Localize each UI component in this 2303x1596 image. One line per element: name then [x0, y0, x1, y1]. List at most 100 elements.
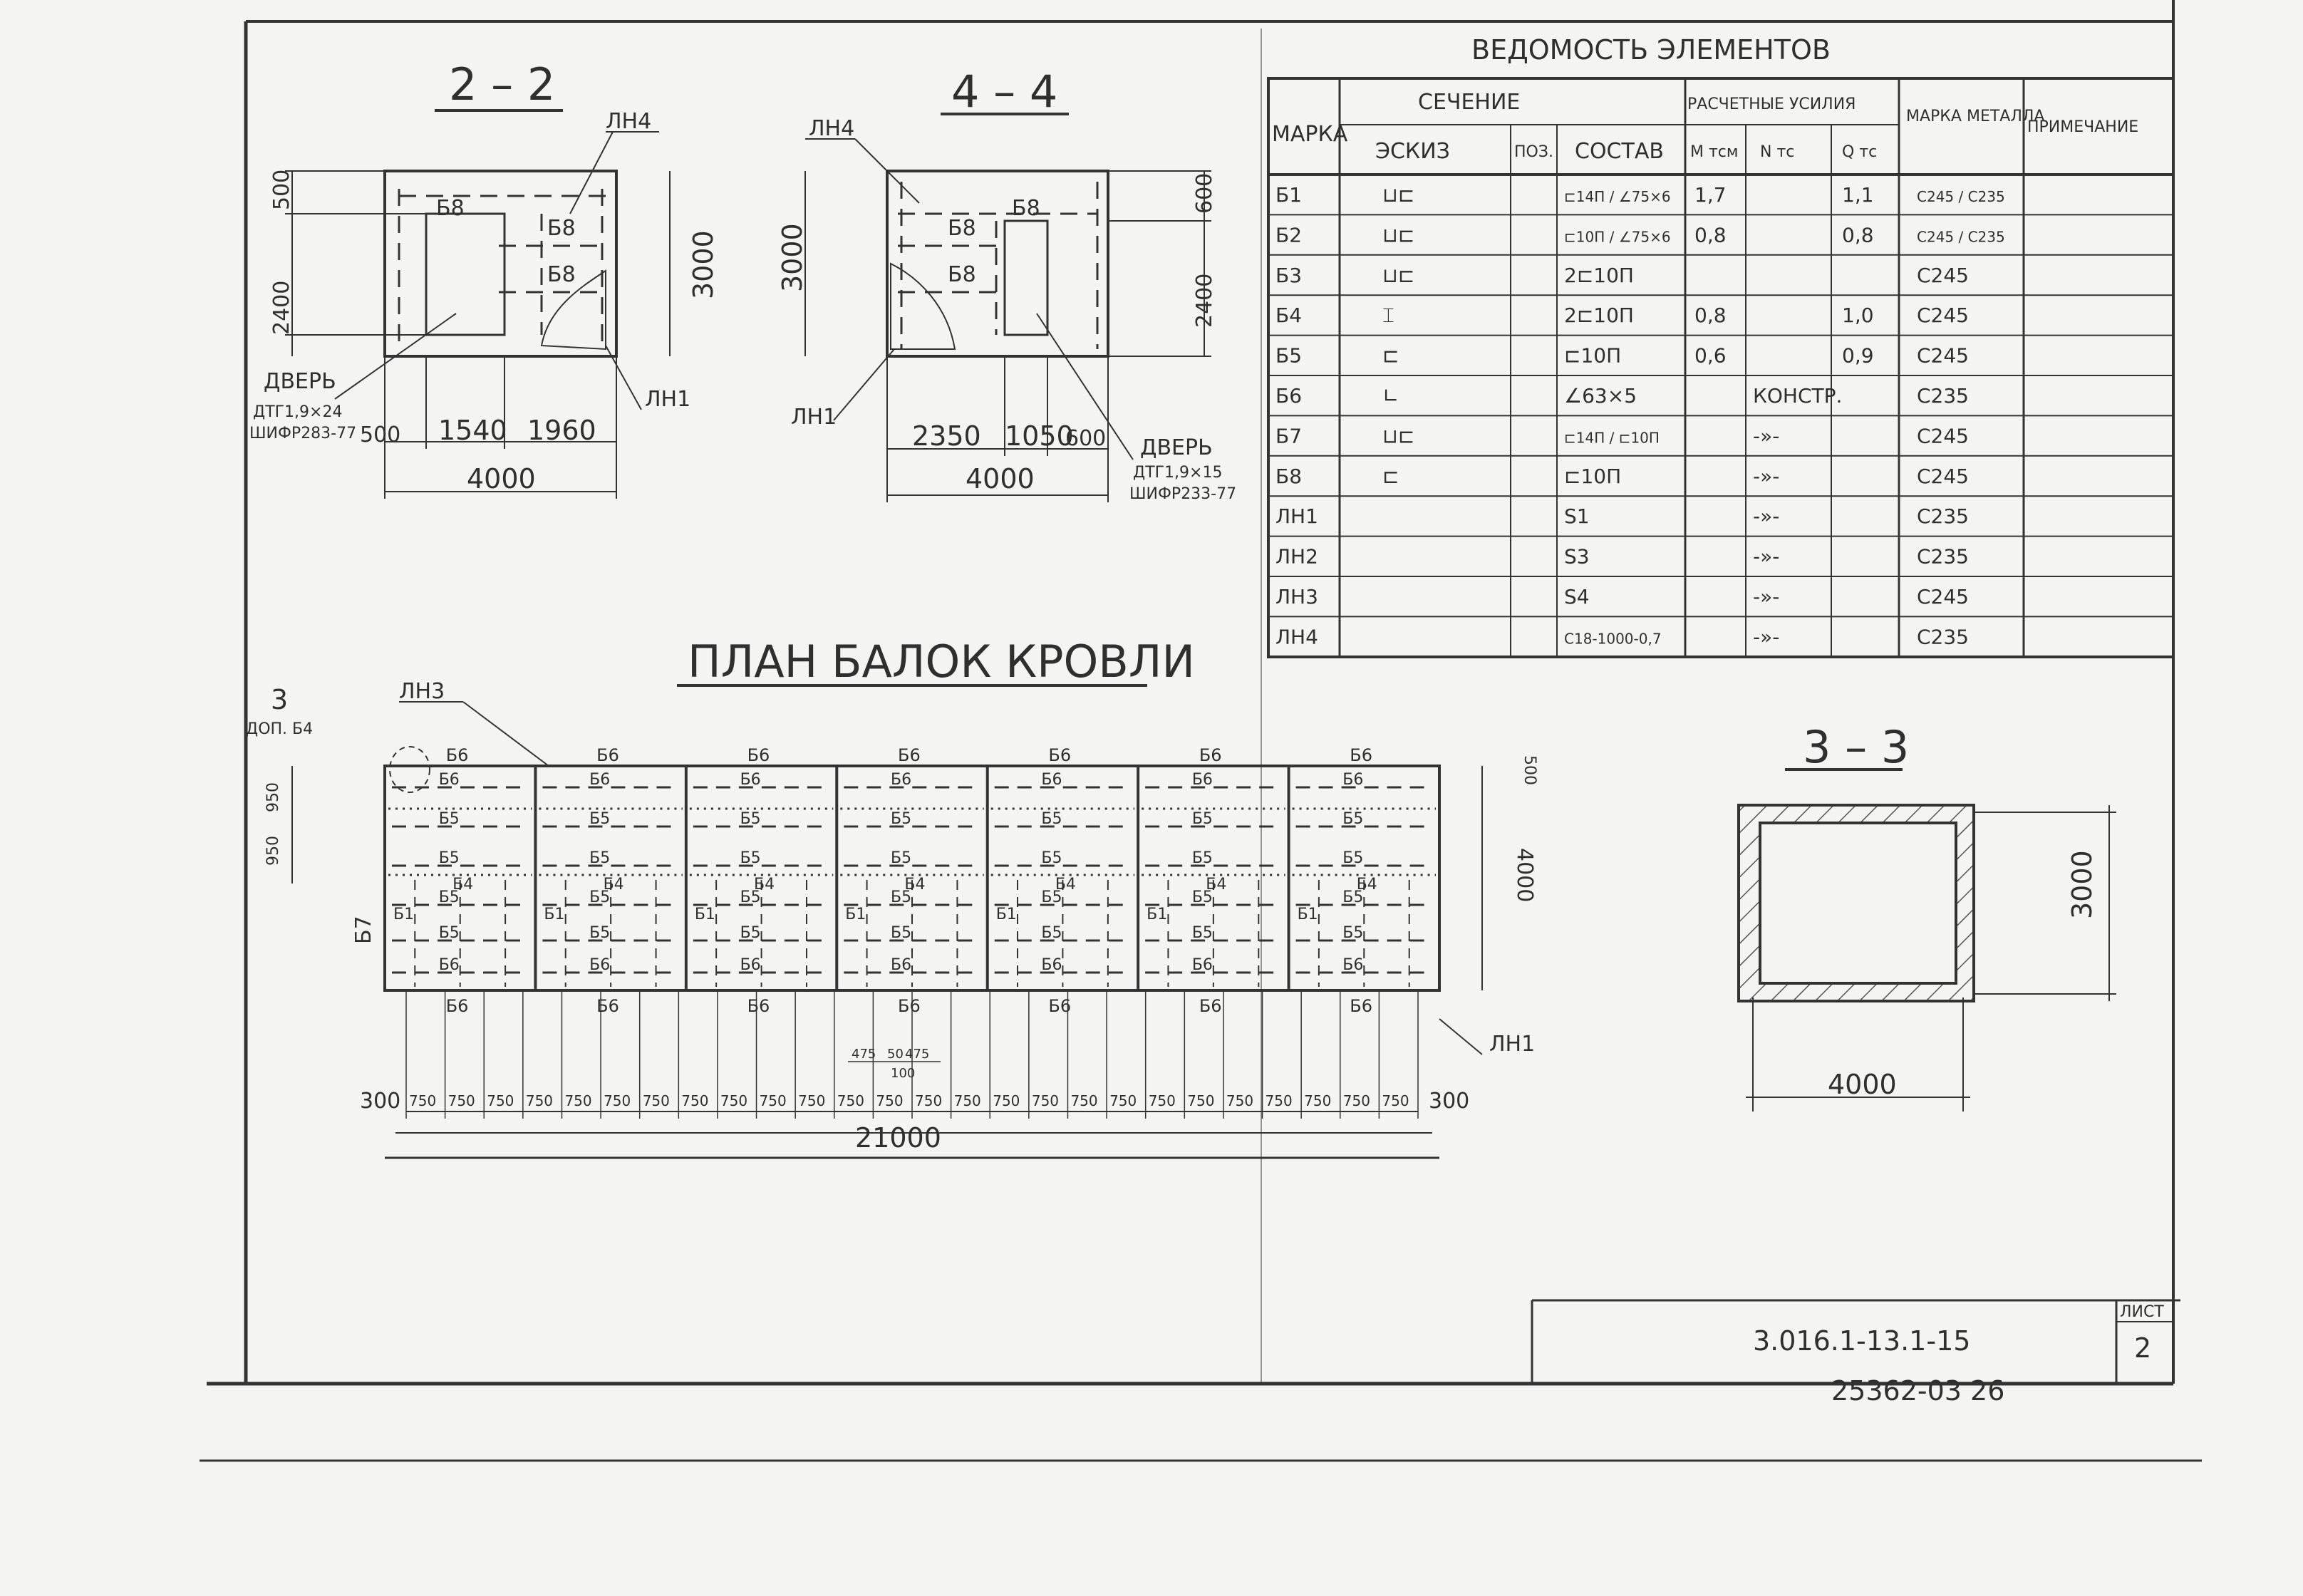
plan-purlin-label: Б5 [891, 924, 911, 942]
roof-beam-plan: ПЛАН БАЛОК КРОВЛИ Б6Б6Б6Б5Б5Б5Б5Б6Б1Б4Б6… [246, 636, 1538, 1159]
section-2-2-beam-label: Б8 [547, 216, 576, 241]
table-cell-comp: ⊏14П / ⊏10П [1564, 429, 1660, 446]
plan-purlin-label: Б5 [439, 888, 460, 906]
plan-span-value: 750 [1226, 1092, 1253, 1109]
plan-detail-value: 475 [852, 1047, 876, 1062]
door-label: ДВЕРЬ [264, 369, 336, 394]
plan-beam-b4: Б4 [452, 876, 473, 893]
table-cell-n: -»- [1753, 625, 1779, 648]
table-cell-metal: С245 [1917, 304, 1969, 327]
door-opening [425, 212, 506, 336]
table-cell-q: 0,8 [1842, 223, 1874, 247]
table-cell-m: 0,6 [1694, 344, 1727, 368]
table-cell-mark: ЛН2 [1275, 545, 1318, 569]
plan-beam-b6-bottom: Б6 [596, 996, 619, 1016]
plan-purlin-label: Б5 [589, 888, 610, 906]
plan-beam-b4: Б4 [1357, 876, 1377, 893]
dim-door-width: 1050 [1005, 420, 1074, 452]
plan-beam-b6-bottom: Б6 [747, 996, 770, 1016]
plan-detail-value: 100 [891, 1066, 915, 1081]
dim-top-part: 600 [1192, 173, 1217, 214]
plan-beam-b4: Б4 [754, 876, 775, 893]
plan-span-value: 750 [487, 1092, 514, 1109]
plan-beam-b6-top: Б6 [1350, 745, 1372, 765]
plan-purlin-label: Б6 [740, 956, 761, 974]
table-cell-m: 0,8 [1694, 304, 1727, 327]
plan-lh1-label: ЛН1 [1489, 1032, 1535, 1057]
plan-span-value: 750 [1149, 1092, 1176, 1109]
section-2-2-beam-label: Б8 [436, 196, 465, 221]
table-title: ВЕДОМОСТЬ ЭЛЕМЕНТОВ [1471, 34, 1831, 66]
table-cell-metal: С245 [1917, 585, 1969, 608]
plan-purlin-label: Б5 [1192, 849, 1213, 867]
sheet-number: 2 [2134, 1332, 2151, 1364]
table-cell-mark: Б5 [1275, 344, 1302, 368]
plan-purlin-label: Б5 [891, 849, 911, 867]
section-3-3: 3 – 3 4000 3000 [1737, 721, 2116, 1112]
table-cell-n: -»- [1753, 585, 1779, 608]
plan-span-value: 750 [954, 1092, 981, 1109]
table-cell-metal: С235 [1917, 545, 1969, 569]
table-cell-comp: ⊏10П / ∠75×6 [1564, 228, 1671, 245]
plan-beam-b4: Б4 [604, 876, 624, 893]
table-cell-mark: Б3 [1275, 264, 1302, 287]
plan-total-length: 21000 [855, 1122, 941, 1154]
plan-span-value: 750 [409, 1092, 436, 1109]
plan-beam-b1: Б1 [544, 906, 564, 923]
plan-span-value: 750 [604, 1092, 631, 1109]
table-cell-mark: Б2 [1275, 223, 1302, 247]
plan-beam-b1: Б1 [1147, 906, 1167, 923]
sub-pos: ПОЗ. [1514, 143, 1553, 161]
table-cell-comp: ⊏14П / ∠75×6 [1564, 188, 1671, 205]
plan-purlin-label: Б6 [1041, 771, 1062, 789]
dim-total-width: 4000 [966, 463, 1035, 494]
section-4-4-beam-label: Б8 [948, 216, 976, 241]
table-cell-comp: S3 [1564, 545, 1590, 569]
plan-beam-b1: Б1 [1298, 906, 1318, 923]
door-opening [1003, 219, 1049, 336]
sub-n: N тс [1760, 143, 1794, 161]
section-3-3-width: 4000 [1828, 1069, 1897, 1100]
plan-span-value: 750 [1070, 1092, 1097, 1109]
sub-composition: СОСТАВ [1575, 139, 1664, 164]
section-4-4-beam-label: Б8 [948, 262, 976, 287]
plan-purlin-label: Б5 [740, 810, 761, 828]
table-cell-mark: Б1 [1275, 183, 1302, 207]
table-cell-mark: Б6 [1275, 384, 1302, 408]
section-2-2-lh1-label: ЛН1 [645, 387, 690, 412]
section-4-4: 4 – 4 Б8 Б8 Б8 ЛН4 ЛН1 ДВЕРЬ ДТГ1,9×15 Ш… [777, 66, 1236, 503]
table-cell-mark: ЛН3 [1275, 585, 1318, 608]
plan-purlin-label: Б5 [1041, 849, 1062, 867]
plan-span-value: 750 [915, 1092, 942, 1109]
sub-m: М тсм [1690, 143, 1738, 161]
table-cell-metal: С235 [1917, 625, 1969, 648]
section-4-4-lh4-label: ЛН4 [809, 116, 854, 141]
table-cell-comp: ⊏10П [1564, 465, 1621, 488]
plan-span-value: 750 [993, 1092, 1020, 1109]
table-cell-comp: С18-1000-0,7 [1564, 630, 1662, 647]
table-cell-n: -»- [1753, 545, 1779, 569]
plan-purlin-label: Б5 [439, 849, 460, 867]
table-cell-n: КОНСТР. [1753, 384, 1842, 408]
archive-number: 25362-03 26 [1831, 1375, 2004, 1406]
dim-door-width: 1540 [438, 415, 507, 446]
table-cell-comp: 2⊏10П [1564, 304, 1634, 327]
plan-purlin-label: Б5 [439, 924, 460, 942]
header-section: СЕЧЕНИЕ [1418, 90, 1520, 115]
plan-purlin-label: Б5 [589, 810, 610, 828]
plan-beam-b6-bottom: Б6 [1350, 996, 1372, 1016]
plan-span-value: 750 [643, 1092, 670, 1109]
door-spec: ДТГ1,9×15 [1133, 464, 1222, 482]
plan-left-dim: 950 [264, 836, 282, 866]
plan-beam-b6-top: Б6 [898, 745, 921, 765]
table-cell-comp: S1 [1564, 504, 1590, 528]
plan-beam-b4: Б4 [1055, 876, 1076, 893]
plan-left-dim: 950 [264, 782, 282, 812]
section-3-3-height: 3000 [2066, 850, 2098, 919]
header-metal: МАРКА МЕТАЛЛА [1906, 108, 2044, 125]
plan-purlin-label: Б5 [891, 888, 911, 906]
plan-beam-b6-top: Б6 [747, 745, 770, 765]
section-2-2-beam-label: Б8 [547, 262, 576, 287]
